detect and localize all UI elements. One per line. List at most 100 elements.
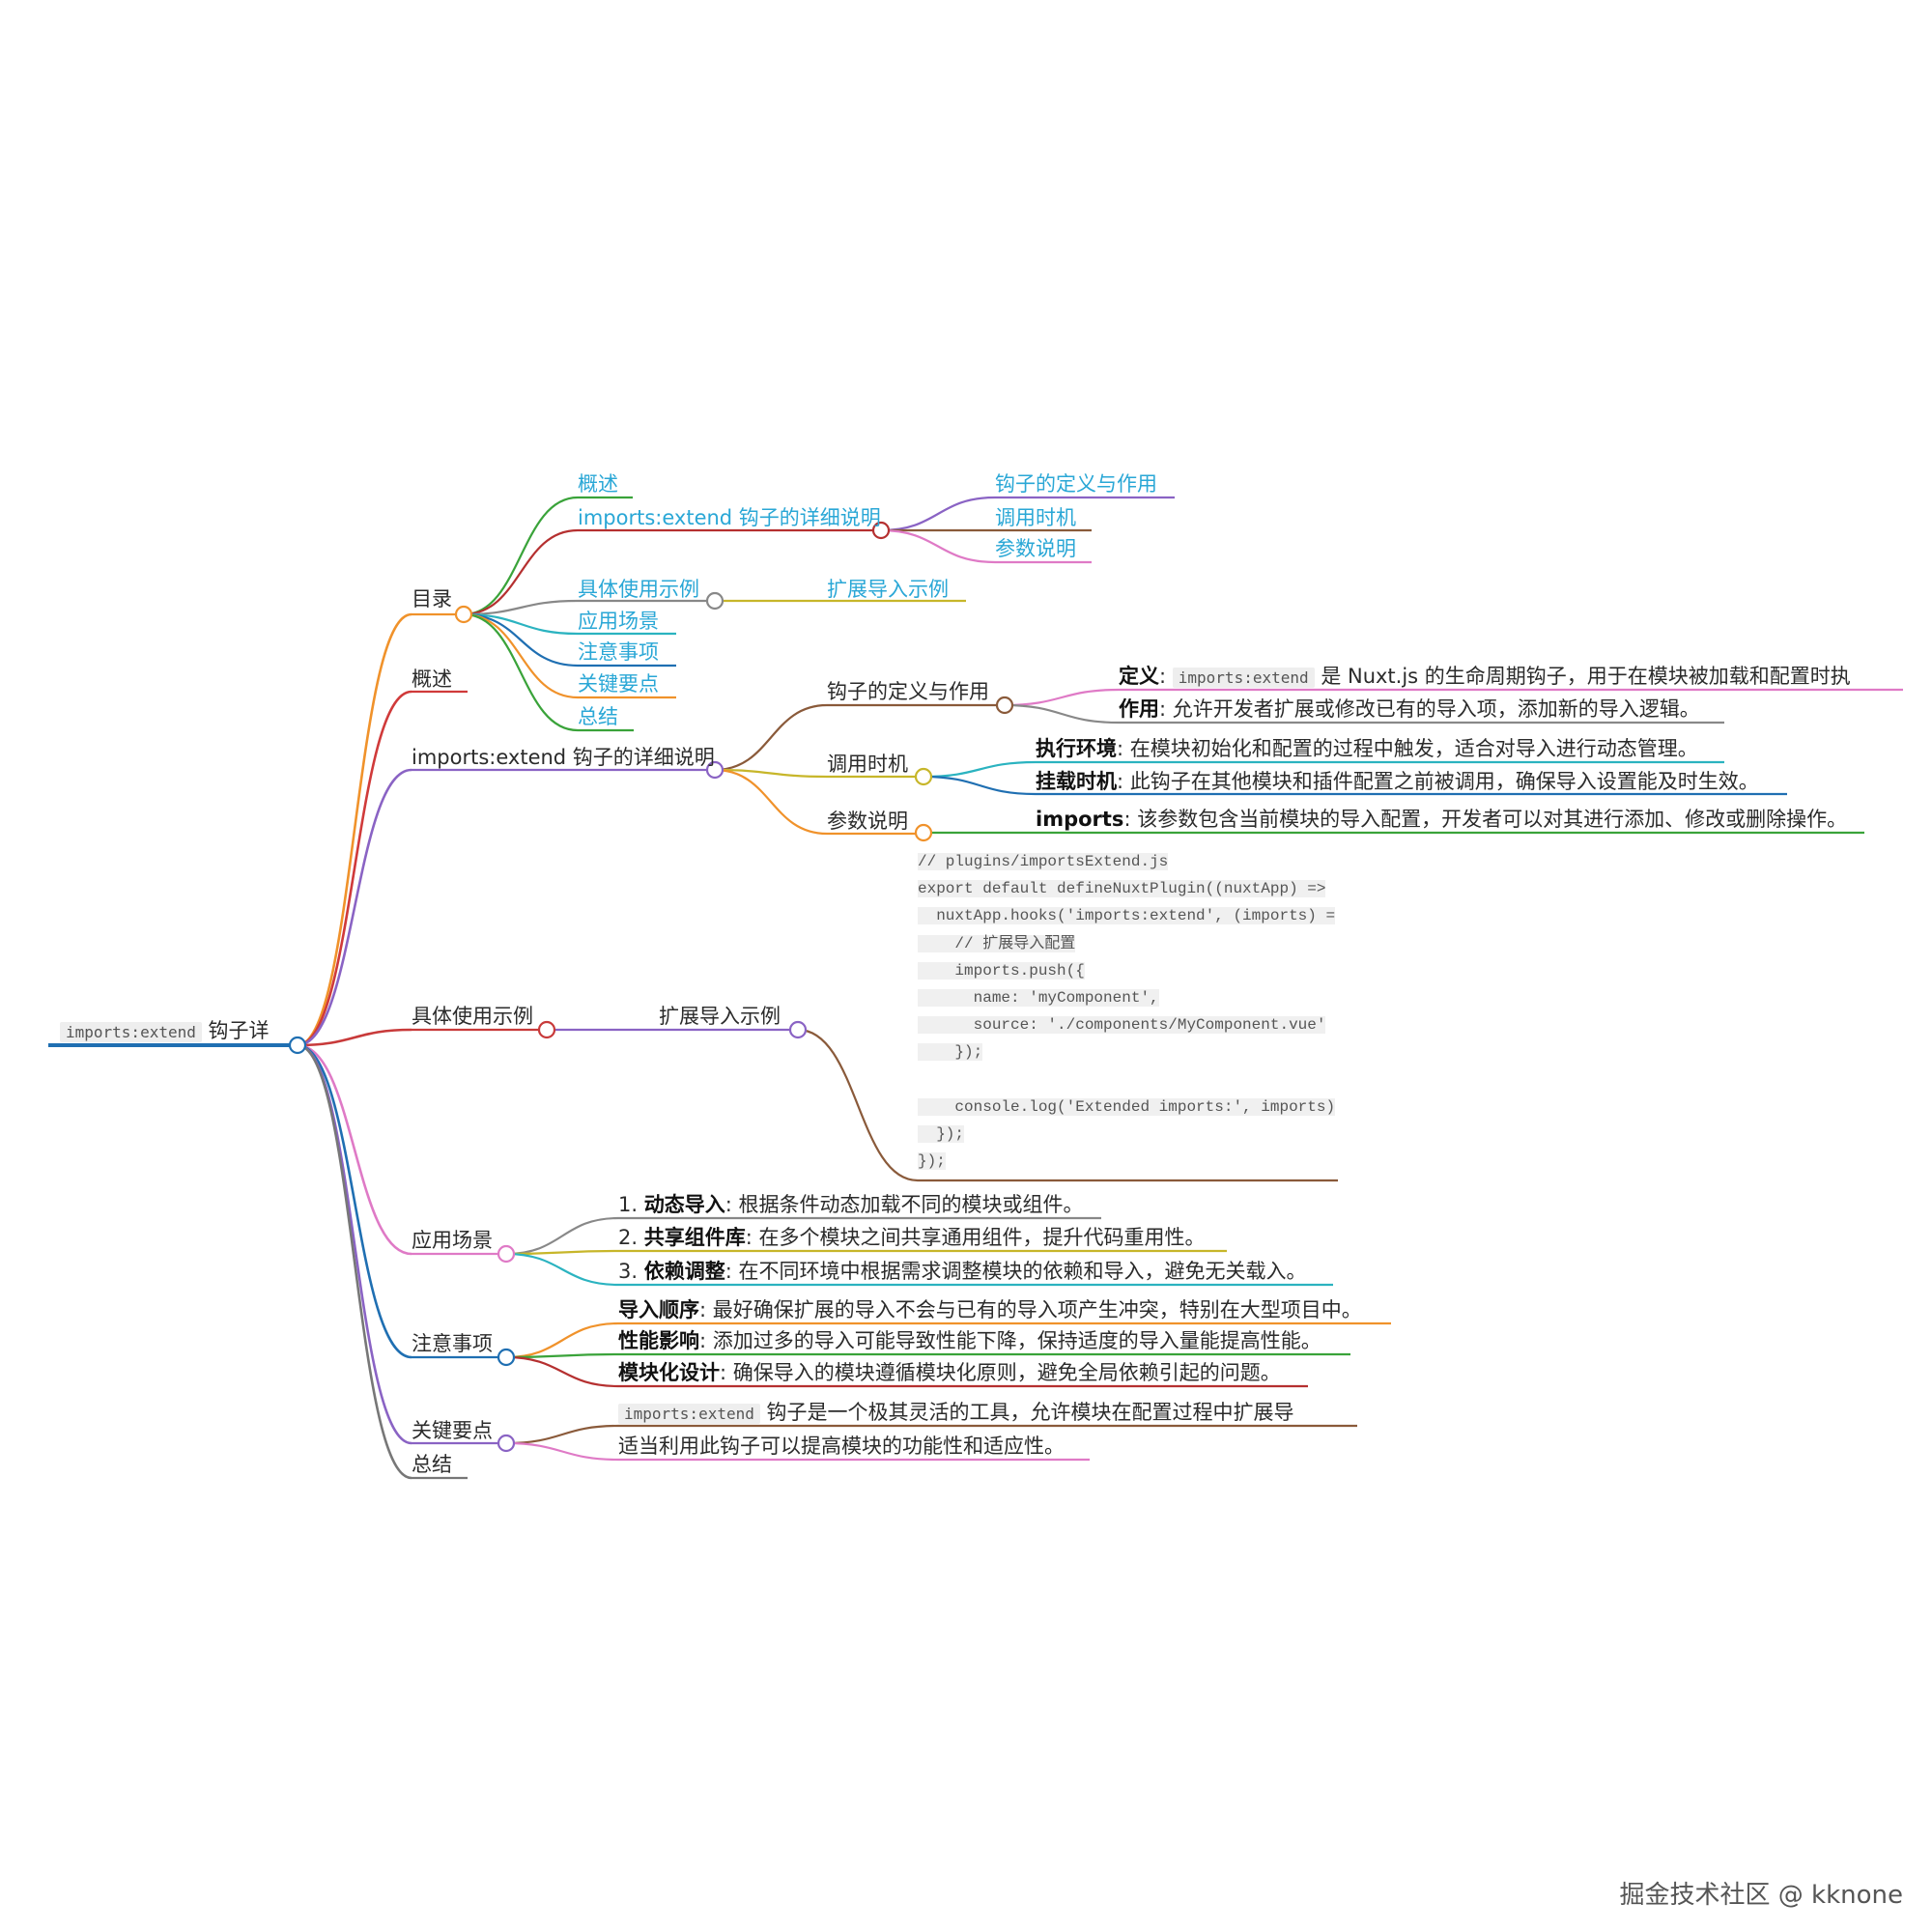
note-3: 模块化设计: 确保导入的模块遵循模块化原则，避免全局依赖引起的问题。 [618,1361,1281,1384]
env-key: 执行环境 [1036,737,1117,760]
toc-item-summary[interactable]: 总结 [578,705,618,728]
edge [297,1043,412,1256]
detail-timing[interactable]: 调用时机 [827,753,908,776]
toc-sub-params[interactable]: 参数说明 [995,537,1076,560]
note-2: 性能影响: 添加过多的导入可能导致性能下降，保持适度的导入量能提高性能。 [618,1329,1321,1352]
root-code: imports:extend [60,1022,202,1042]
node-scenarios[interactable]: 应用场景 [412,1229,493,1252]
code-line: console.log('Extended imports:', imports… [918,1097,1336,1116]
edge [297,1043,412,1359]
node-dot [497,1434,516,1453]
node-example[interactable]: 具体使用示例 [412,1005,533,1028]
use-key: 作用 [1119,697,1159,721]
edge [505,1424,619,1445]
use-text: : 允许开发者扩展或修改已有的导入项，添加新的导入逻辑。 [1159,697,1700,721]
node-dot [914,823,933,842]
toc-sub-example[interactable]: 扩展导入示例 [827,578,949,601]
edge [505,1216,619,1256]
node-dot [497,1348,516,1367]
toc-item-keypoints[interactable]: 关键要点 [578,672,659,696]
edge [463,612,579,732]
params-text: : 该参数包含当前模块的导入配置，开发者可以对其进行添加、修改或删除操作。 [1123,808,1848,831]
mount-key: 挂载时机 [1036,770,1117,793]
edge [1004,703,1120,724]
node-toc[interactable]: 目录 [412,587,452,611]
edge [297,1043,412,1445]
toc-sub-timing[interactable]: 调用时机 [995,506,1076,529]
edge [923,775,1037,796]
definition-def: 定义: imports:extend 是 Nuxt.js 的生命周期钩子，用于在… [1119,665,1851,688]
toc-item-example[interactable]: 具体使用示例 [578,578,699,601]
edge [297,768,412,1047]
toc-item-notes[interactable]: 注意事项 [578,640,659,664]
definition-use: 作用: 允许开发者扩展或修改已有的导入项，添加新的导入逻辑。 [1119,696,1700,723]
example-sub[interactable]: 扩展导入示例 [659,1005,781,1028]
node-dot [454,605,473,624]
edge [297,612,412,1047]
edge [923,760,1037,779]
node-dot [705,760,724,780]
root-node[interactable]: imports:extend 钩子详 [60,1017,270,1046]
node-notes[interactable]: 注意事项 [412,1332,493,1355]
code-line: export default defineNuxtPlugin((nuxtApp… [918,880,1326,898]
params-key: imports [1036,808,1124,831]
edge [880,528,996,564]
def-text: 是 Nuxt.js 的生命周期钩子，用于在模块被加载和配置时执 [1321,665,1851,688]
def-key: 定义 [1119,665,1159,688]
node-dot [914,767,933,786]
edge [797,1028,919,1182]
node-summary[interactable]: 总结 [412,1453,452,1476]
edge [297,690,412,1047]
edge [297,1028,412,1047]
scenario-2: 2. 共享组件库: 在多个模块之间共享通用组件，提升代码重用性。 [618,1226,1206,1249]
edge [505,1252,619,1287]
toc-item-scenarios[interactable]: 应用场景 [578,610,659,633]
node-dot [995,696,1014,715]
node-dot [497,1244,516,1264]
scenario-3: 3. 依赖调整: 在不同环境中根据需求调整模块的依赖和导入，避免无关载入。 [618,1260,1307,1283]
edge [297,1043,412,1480]
code-line: name: 'myComponent', [918,989,1159,1007]
toc-item-overview[interactable]: 概述 [578,472,618,496]
node-keypoints[interactable]: 关键要点 [412,1419,493,1442]
node-dot [705,591,724,611]
detail-definition[interactable]: 钩子的定义与作用 [827,680,989,703]
edge [463,496,579,616]
edge [714,768,828,836]
detail-params[interactable]: 参数说明 [827,810,908,833]
edge [463,612,579,668]
toc-sub-definition[interactable]: 钩子的定义与作用 [995,472,1157,496]
edge [463,528,579,616]
toc-item-detail[interactable]: imports:extend 钩子的详细说明 [578,506,881,529]
edge [714,703,828,772]
edge [463,599,579,616]
edge [505,1355,619,1388]
keypoint-code: imports:extend [618,1404,760,1424]
def-code: imports:extend [1172,668,1315,688]
scenario-1: 1. 动态导入: 根据条件动态加载不同的模块或组件。 [618,1193,1084,1216]
node-detail[interactable]: imports:extend 钩子的详细说明 [412,746,715,769]
node-dot [871,521,891,540]
node-dot [788,1020,808,1039]
code-line: }); [918,1043,983,1062]
timing-mount: 挂载时机: 此钩子在其他模块和插件配置之前被调用，确保导入设置能及时生效。 [1036,768,1759,795]
params-imports: imports: 该参数包含当前模块的导入配置，开发者可以对其进行添加、修改或删… [1036,806,1847,833]
watermark: 掘金技术社区 @ kknone [1619,1881,1903,1910]
timing-env: 执行环境: 在模块初始化和配置的过程中触发，适合对导入进行动态管理。 [1036,735,1698,762]
node-dot [288,1036,307,1055]
mount-text: : 此钩子在其他模块和插件配置之前被调用，确保导入设置能及时生效。 [1117,770,1759,793]
keypoint-2: 适当利用此钩子可以提高模块的功能性和适应性。 [618,1435,1065,1458]
node-dot [537,1020,556,1039]
code-line: imports.push({ [918,961,1085,980]
code-line: }); [918,1125,965,1143]
node-overview[interactable]: 概述 [412,668,452,691]
edge [1004,688,1120,707]
edge [505,1321,619,1359]
code-line: nuxtApp.hooks('imports:extend', (imports… [918,907,1336,925]
code-line: }); [918,1152,946,1171]
edge [880,496,996,532]
code-line: // 扩展导入配置 [918,934,1076,952]
root-text: 钩子详 [208,1019,270,1042]
code-line: source: './components/MyComponent.vue' [918,1016,1326,1035]
